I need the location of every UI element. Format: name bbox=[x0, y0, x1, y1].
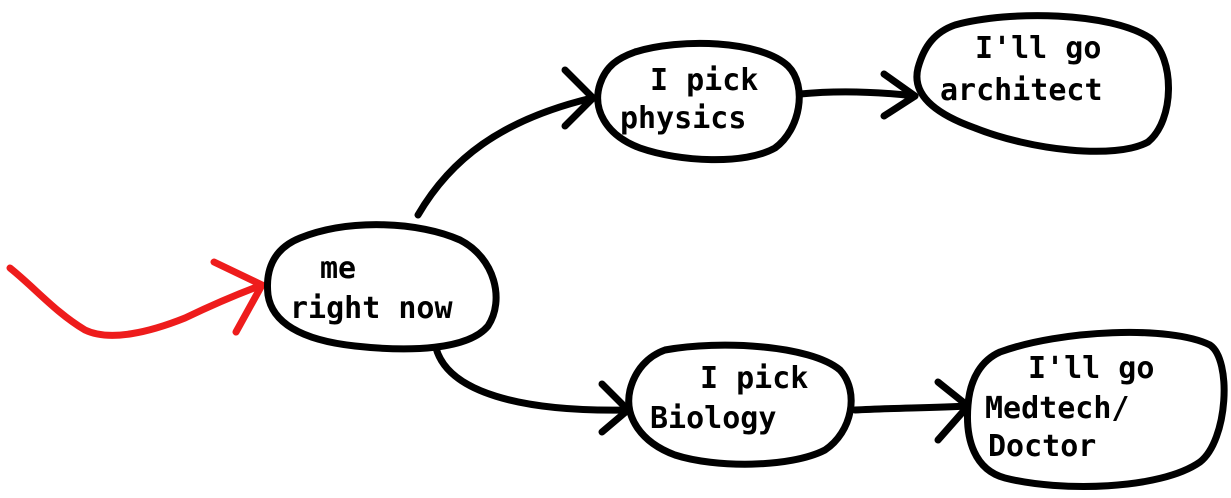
node-medtech: I'll go Medtech/ Doctor bbox=[963, 328, 1228, 490]
node-medtech-line2: Medtech/ bbox=[985, 391, 1130, 426]
node-architect-line2: architect bbox=[940, 73, 1103, 108]
node-physics-line1: I pick bbox=[650, 63, 758, 98]
node-physics-line2: physics bbox=[620, 101, 746, 136]
node-start-line1: me bbox=[320, 251, 356, 286]
node-physics-outline bbox=[594, 39, 803, 164]
node-architect-outline bbox=[913, 12, 1172, 155]
node-medtech-line3: Doctor bbox=[988, 429, 1096, 464]
node-medtech-line1: I'll go bbox=[1028, 351, 1154, 386]
entry-arrow-line bbox=[6, 264, 266, 339]
connector-start-to-physics bbox=[414, 66, 597, 219]
node-biology-outline bbox=[625, 341, 855, 468]
node-start: me right now bbox=[263, 221, 500, 353]
connector-physics-to-architect bbox=[796, 70, 919, 120]
node-start-line2: right now bbox=[290, 291, 453, 326]
node-architect: I'll go architect bbox=[913, 12, 1172, 155]
node-biology-line2: Biology bbox=[650, 401, 776, 436]
node-medtech-outline bbox=[963, 328, 1228, 490]
entry-arrow bbox=[6, 258, 266, 339]
node-physics: I pick physics bbox=[594, 39, 803, 164]
node-biology: I pick Biology bbox=[625, 341, 855, 468]
entry-arrow-head bbox=[210, 258, 266, 336]
connector-start-to-biology bbox=[432, 344, 632, 436]
node-biology-line1: I pick bbox=[700, 361, 808, 396]
node-architect-line1: I'll go bbox=[975, 31, 1101, 66]
node-start-outline bbox=[263, 221, 500, 353]
connector-biology-to-medtech bbox=[851, 378, 972, 444]
